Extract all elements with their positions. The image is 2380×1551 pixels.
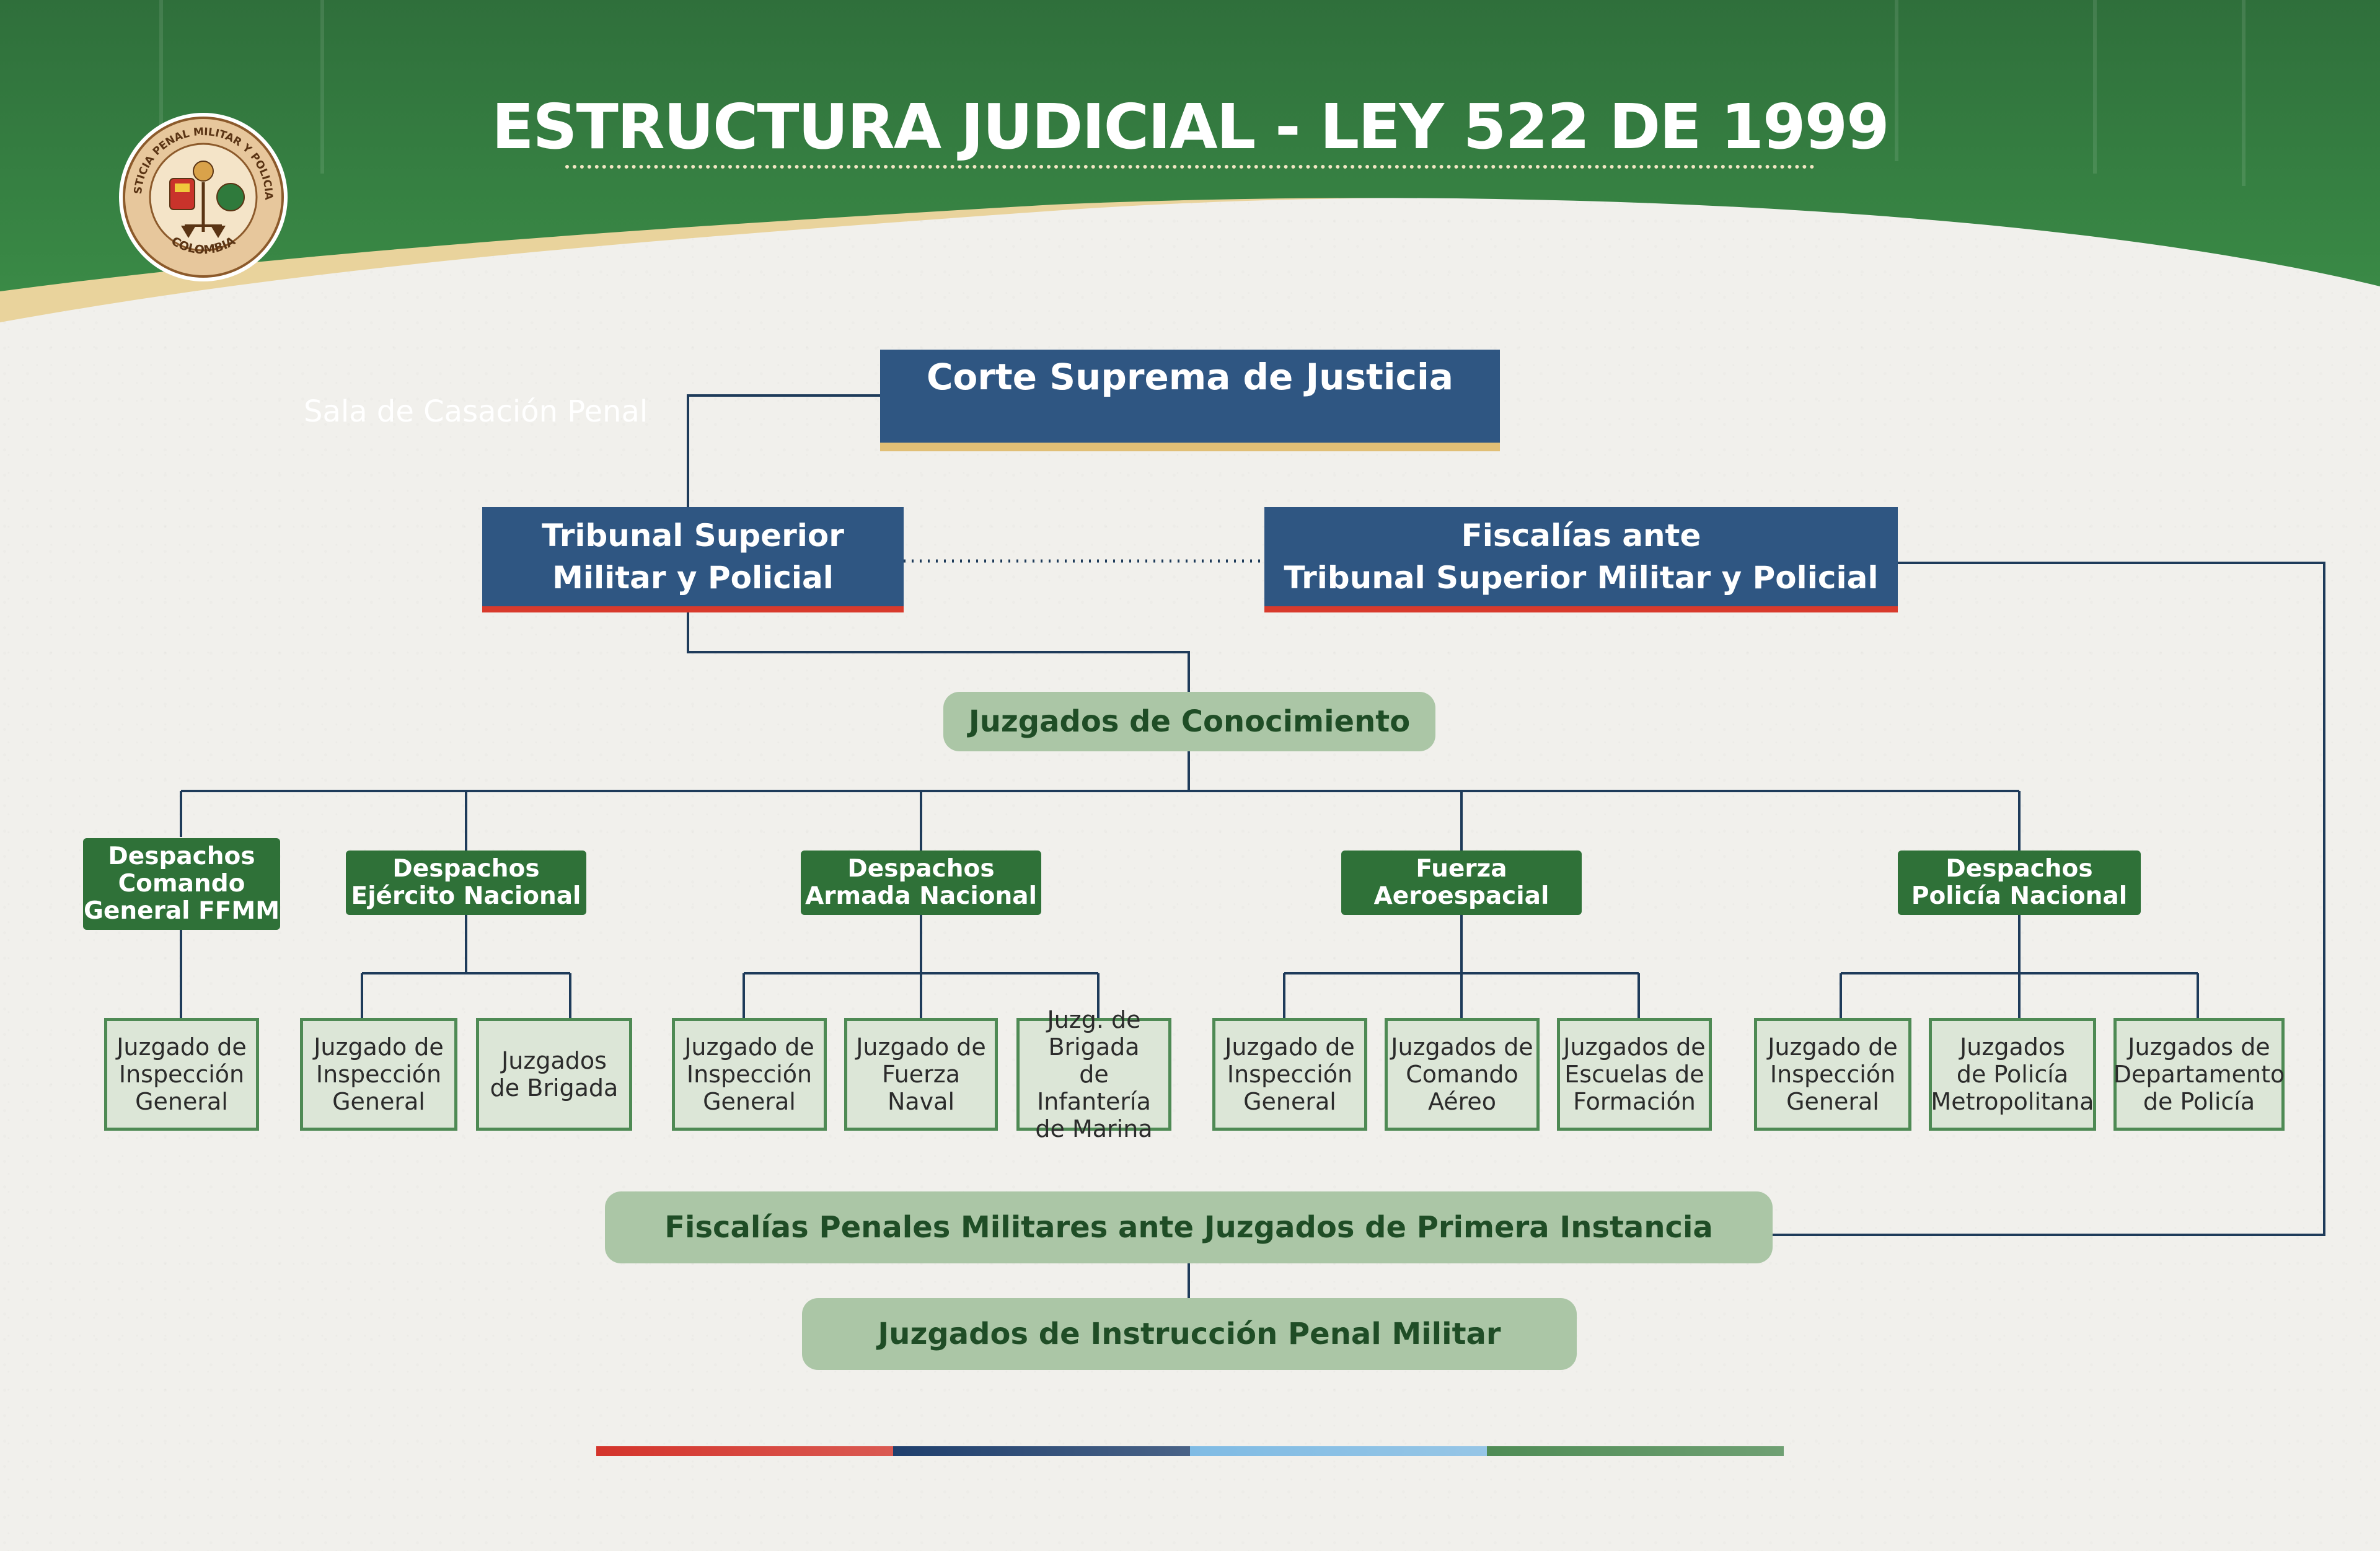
juzgado-inspeccion-ejercito: Juzgado de Inspección General <box>300 1018 457 1131</box>
juzgados-conocimiento-box: Juzgados de Conocimiento <box>943 692 1435 751</box>
justicia-penal-logo: JUSTICIA PENAL MILITAR Y POLICIAL COLOMB… <box>117 110 288 281</box>
juzgado-infanteria-marina: Juzg. de Brigada de Infantería de Marina <box>1016 1006 1171 1142</box>
footer-bar-red <box>596 1446 893 1456</box>
title-underline <box>565 165 1815 169</box>
police-emblem-icon <box>216 183 245 211</box>
footer-color-bar <box>596 1446 1784 1456</box>
corte-suprema-box: Corte Suprema de Justicia <box>880 350 1500 451</box>
juzgado-inspeccion-armada: Juzgado de Inspección General <box>672 1018 827 1131</box>
juzgado-inspeccion-aeroespacial: Juzgado de Inspección General <box>1212 1018 1367 1131</box>
tribunal-superior-box: Tribunal Superior Militar y Policial <box>482 507 904 612</box>
juzgado-fuerza-naval: Juzgado de Fuerza Naval <box>844 1018 998 1131</box>
juzgados-escuelas-formacion: Juzgados de Escuelas de Formación <box>1557 1018 1712 1131</box>
footer-bar-green <box>1487 1446 1784 1456</box>
juzgados-policia-metropolitana: Juzgados de Policía Metropolitana <box>1929 1018 2096 1131</box>
footer-bar-navy <box>893 1446 1190 1456</box>
despacho-ffmm: Despachos Comando General FFMM <box>83 838 280 930</box>
page-title: ESTRUCTURA JUDICIAL - LEY 522 DE 1999 <box>491 91 1890 163</box>
despacho-fuerza-aeroespacial: Fuerza Aeroespacial <box>1341 851 1582 915</box>
corte-sala-label: Sala de Casación Penal <box>304 394 648 429</box>
juzgados-departamento-policia: Juzgados de Departamento de Policía <box>2113 1018 2285 1131</box>
header-banner <box>0 0 2380 322</box>
juzgados-instruccion-box: Juzgados de Instrucción Penal Militar <box>802 1298 1577 1370</box>
juzgados-brigada-ejercito: Juzgados de Brigada <box>476 1018 632 1131</box>
despacho-armada: Despachos Armada Nacional <box>801 851 1041 915</box>
juzgados-comando-aereo: Juzgados de Comando Aéreo <box>1385 1018 1540 1131</box>
despacho-policia: Despachos Policía Nacional <box>1898 851 2141 915</box>
eagle-emblem-icon <box>193 161 214 182</box>
juzgado-inspeccion-policia: Juzgado de Inspección General <box>1754 1018 1911 1131</box>
fiscalias-primera-instancia-box: Fiscalías Penales Militares ante Juzgado… <box>605 1191 1773 1263</box>
fiscalias-tribunal-box: Fiscalías ante Tribunal Superior Militar… <box>1264 507 1898 612</box>
juzgado-inspeccion-ffmm: Juzgado de Inspección General <box>104 1018 259 1131</box>
despacho-ejercito: Despachos Ejército Nacional <box>346 851 586 915</box>
footer-bar-lightblue <box>1190 1446 1487 1456</box>
